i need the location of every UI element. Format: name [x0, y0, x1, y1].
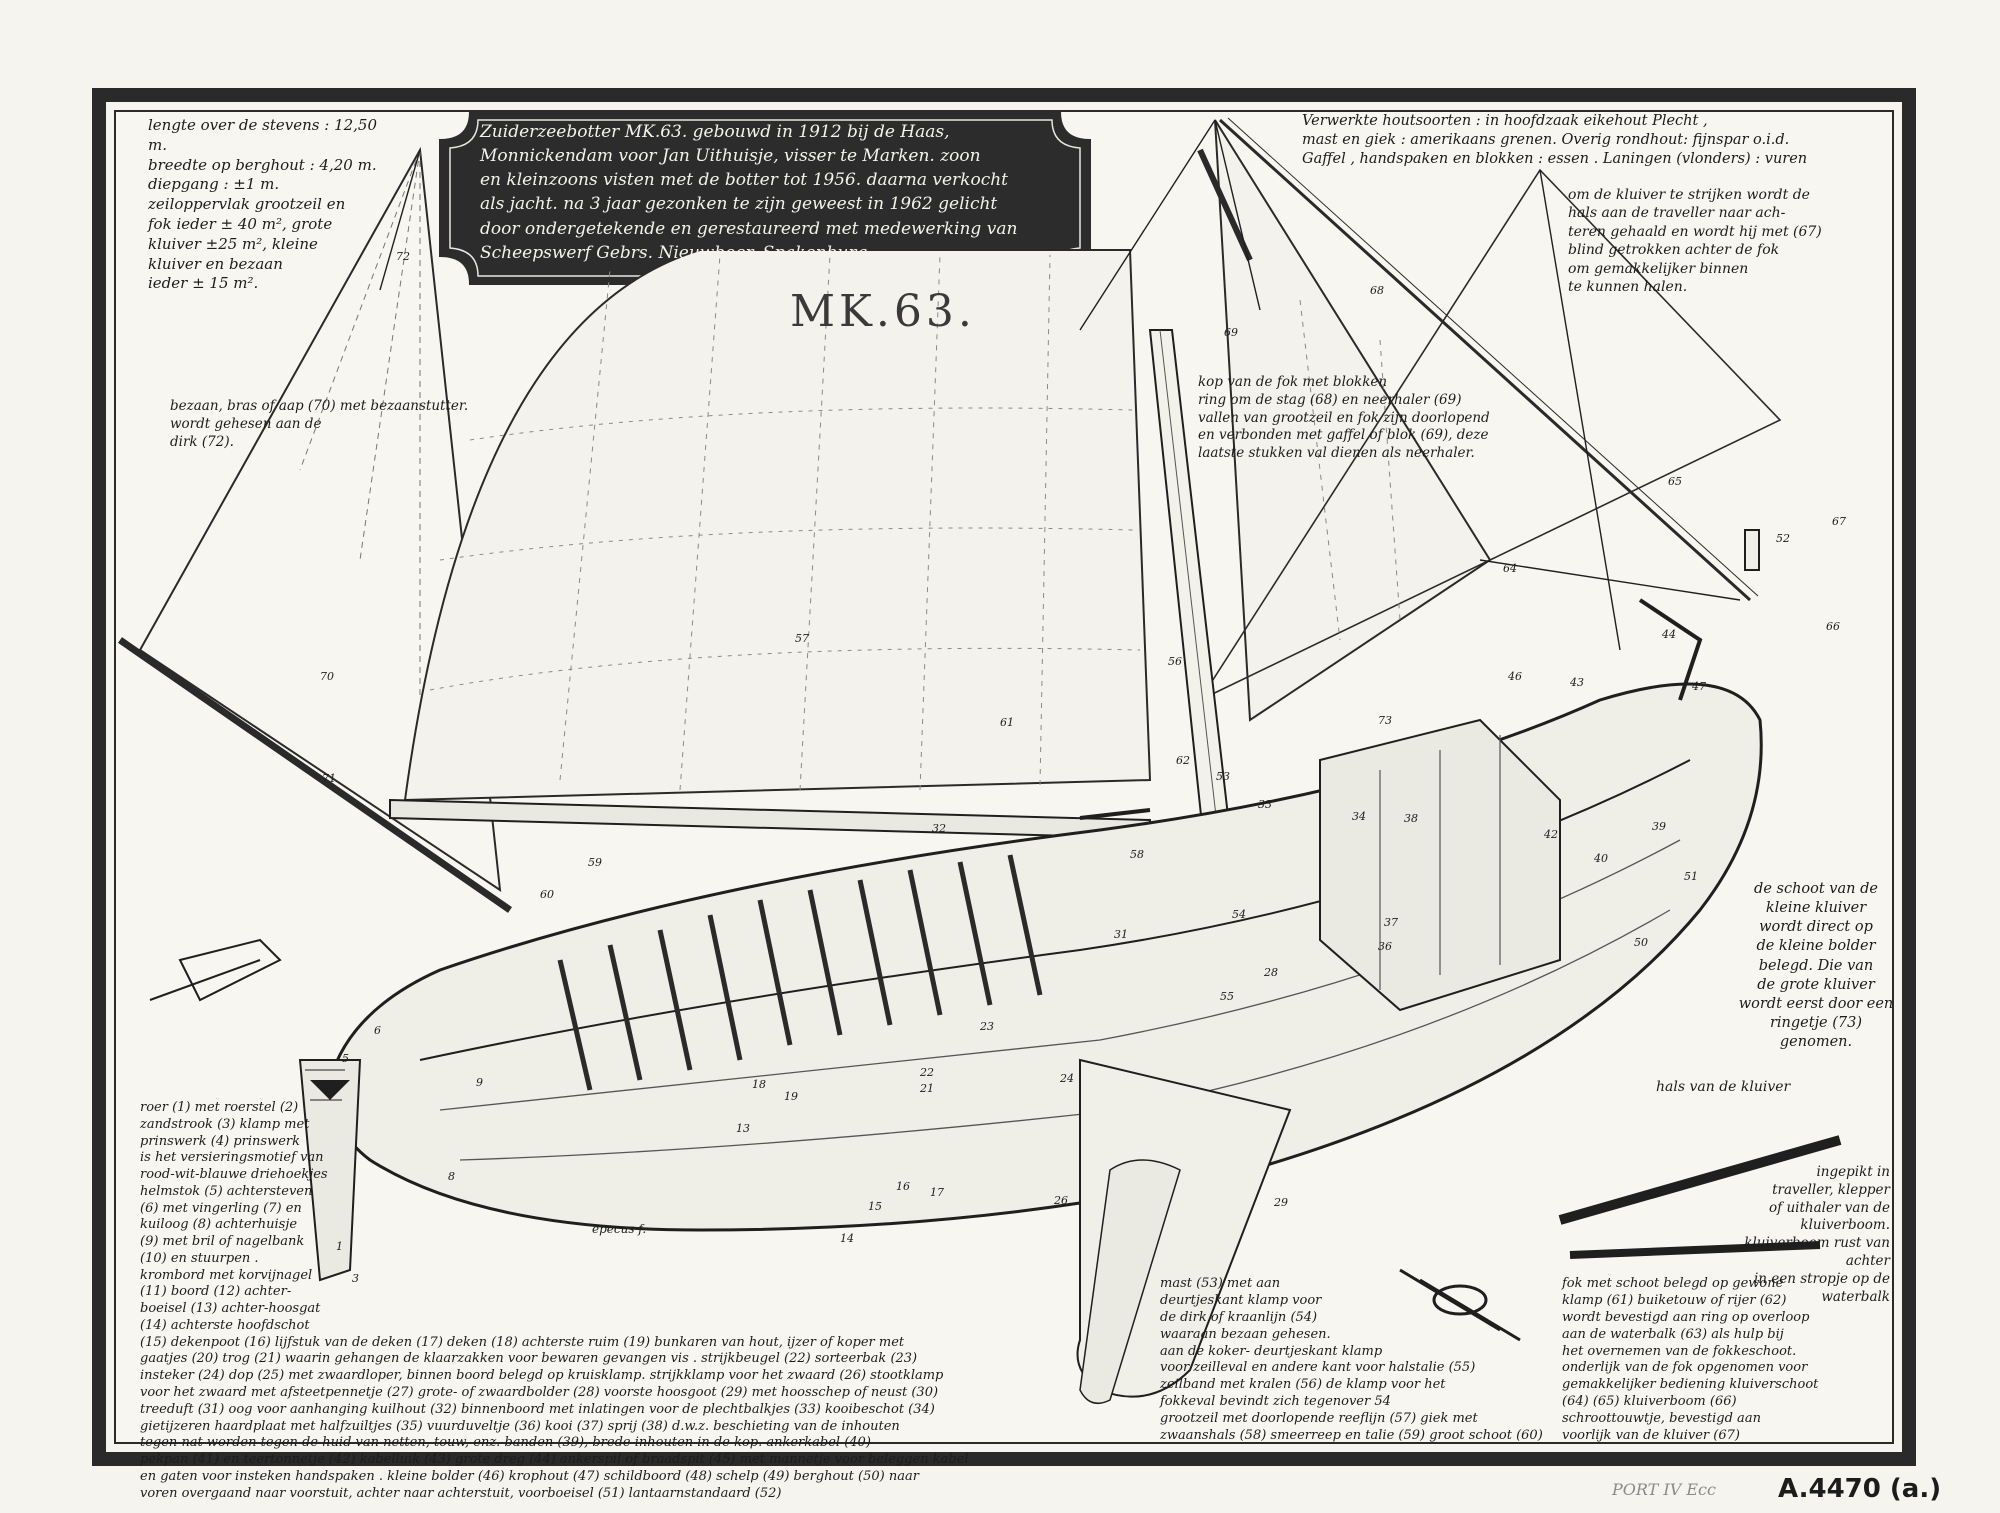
part-number-66: 66 — [1826, 620, 1840, 633]
ingepikt-note: ingepikt in traveller, klepper of uithal… — [1744, 1164, 1890, 1305]
part-number-16: 16 — [896, 1180, 910, 1193]
part-number-71: 71 — [322, 772, 336, 785]
part-number-58: 58 — [1130, 848, 1144, 861]
tuigage — [379, 119, 1741, 651]
specs-text: lengte over de stevens : 12,50 m. breedt… — [148, 116, 378, 293]
grootzeil — [403, 249, 1152, 802]
part-number-17: 17 — [930, 1186, 944, 1199]
part-number-52: 52 — [1776, 532, 1790, 545]
part-number-29: 29 — [1274, 1196, 1288, 1209]
part-number-9: 9 — [476, 1076, 483, 1089]
part-number-21: 21 — [920, 1082, 934, 1095]
part-number-36: 36 — [1378, 940, 1392, 953]
part-number-46: 46 — [1508, 670, 1522, 683]
legend-left: roer (1) met roerstel (2) zandstrook (3)… — [140, 1100, 969, 1501]
legend-middle: mast (53) met aan deurtjeskant klamp voo… — [1160, 1276, 1543, 1444]
kluiver-strijken-note: om de kluiver te strijken wordt de hals … — [1568, 187, 1822, 296]
part-number-73: 73 — [1378, 714, 1392, 727]
part-number-1: 1 — [336, 1240, 343, 1253]
part-number-42: 42 — [1544, 828, 1558, 841]
part-number-8: 8 — [448, 1170, 455, 1183]
anker — [1638, 598, 1703, 701]
part-number-60: 60 — [540, 888, 554, 901]
part-number-47: 47 — [1692, 680, 1706, 693]
part-number-3: 3 — [352, 1272, 359, 1285]
lantaarn — [1744, 529, 1760, 571]
part-number-55: 55 — [1220, 990, 1234, 1003]
part-number-61: 61 — [1000, 716, 1014, 729]
part-number-24: 24 — [1060, 1072, 1074, 1085]
part-number-70: 70 — [320, 670, 334, 683]
part-number-28: 28 — [1264, 966, 1278, 979]
inventory-number: A.4470 (a.) — [1778, 1474, 1942, 1504]
part-number-50: 50 — [1634, 936, 1648, 949]
woods-note: Verwerkte houtsoorten : in hoofdzaak eik… — [1302, 113, 1808, 168]
kop-fok-note: kop van de fok met blokken ring om de st… — [1198, 374, 1490, 462]
hals-kluiver-note: hals van de kluiver — [1656, 1079, 1791, 1095]
part-number-59: 59 — [588, 856, 602, 869]
part-number-6: 6 — [374, 1024, 381, 1037]
giek — [389, 798, 1151, 840]
roer — [298, 1059, 362, 1282]
part-number-34: 34 — [1352, 810, 1366, 823]
part-number-53: 53 — [1216, 770, 1230, 783]
kluiver-sail — [1197, 168, 1782, 702]
part-number-19: 19 — [784, 1090, 798, 1103]
part-number-44: 44 — [1662, 628, 1676, 641]
part-number-51: 51 — [1684, 870, 1698, 883]
part-number-15: 15 — [868, 1200, 882, 1213]
title-text: Zuiderzeebotter MK.63. gebouwd in 1912 b… — [480, 122, 1018, 263]
part-number-67: 67 — [1832, 515, 1846, 528]
part-number-69: 69 — [1224, 326, 1238, 339]
part-number-43: 43 — [1570, 676, 1584, 689]
part-number-56: 56 — [1168, 655, 1182, 668]
schoot-note: de schoot van de kleine kluiver wordt di… — [1738, 881, 1894, 1050]
bezaan-sprit — [118, 637, 512, 913]
kluiverboom-detail — [1558, 1135, 1842, 1225]
bezaan-sail — [138, 146, 502, 893]
legend-right: fok met schoot belegd op gewone klamp (6… — [1562, 1276, 1819, 1444]
bezaan-note: bezaan, bras of aap (70) met bezaanstutt… — [170, 398, 469, 450]
part-number-39: 39 — [1652, 820, 1666, 833]
zwaard-blad — [1079, 1159, 1181, 1405]
sail-mark: MK.63. — [790, 286, 976, 337]
part-number-5: 5 — [342, 1052, 349, 1065]
helmstok-detail — [178, 938, 282, 1002]
part-number-72: 72 — [396, 250, 410, 263]
part-number-22: 22 — [920, 1066, 934, 1079]
part-number-23: 23 — [980, 1020, 994, 1033]
part-number-40: 40 — [1594, 852, 1608, 865]
part-number-33: 33 — [1258, 798, 1272, 811]
prinswerk — [310, 1080, 350, 1100]
part-number-54: 54 — [1232, 908, 1246, 921]
spanten — [557, 854, 1043, 1091]
part-number-14: 14 — [840, 1232, 854, 1245]
outer-frame — [92, 88, 1916, 1466]
part-number-37: 37 — [1384, 916, 1398, 929]
part-number-65: 65 — [1668, 475, 1682, 488]
part-number-31: 31 — [1114, 928, 1128, 941]
voorstag — [1218, 118, 1752, 602]
gaffel — [1197, 148, 1253, 262]
part-number-18: 18 — [752, 1078, 766, 1091]
part-number-32: 32 — [932, 822, 946, 835]
part-number-38: 38 — [1404, 812, 1418, 825]
part-number-62: 62 — [1176, 754, 1190, 767]
part-number-57: 57 — [795, 632, 809, 645]
portfolio-note: PORT IV Ecc — [1612, 1480, 1716, 1499]
ring-detail — [1399, 1268, 1521, 1342]
engraver-signature: epecus f. — [592, 1222, 647, 1236]
part-number-13: 13 — [736, 1122, 750, 1135]
part-number-26: 26 — [1054, 1194, 1068, 1207]
part-number-64: 64 — [1503, 562, 1517, 575]
part-number-68: 68 — [1370, 284, 1384, 297]
